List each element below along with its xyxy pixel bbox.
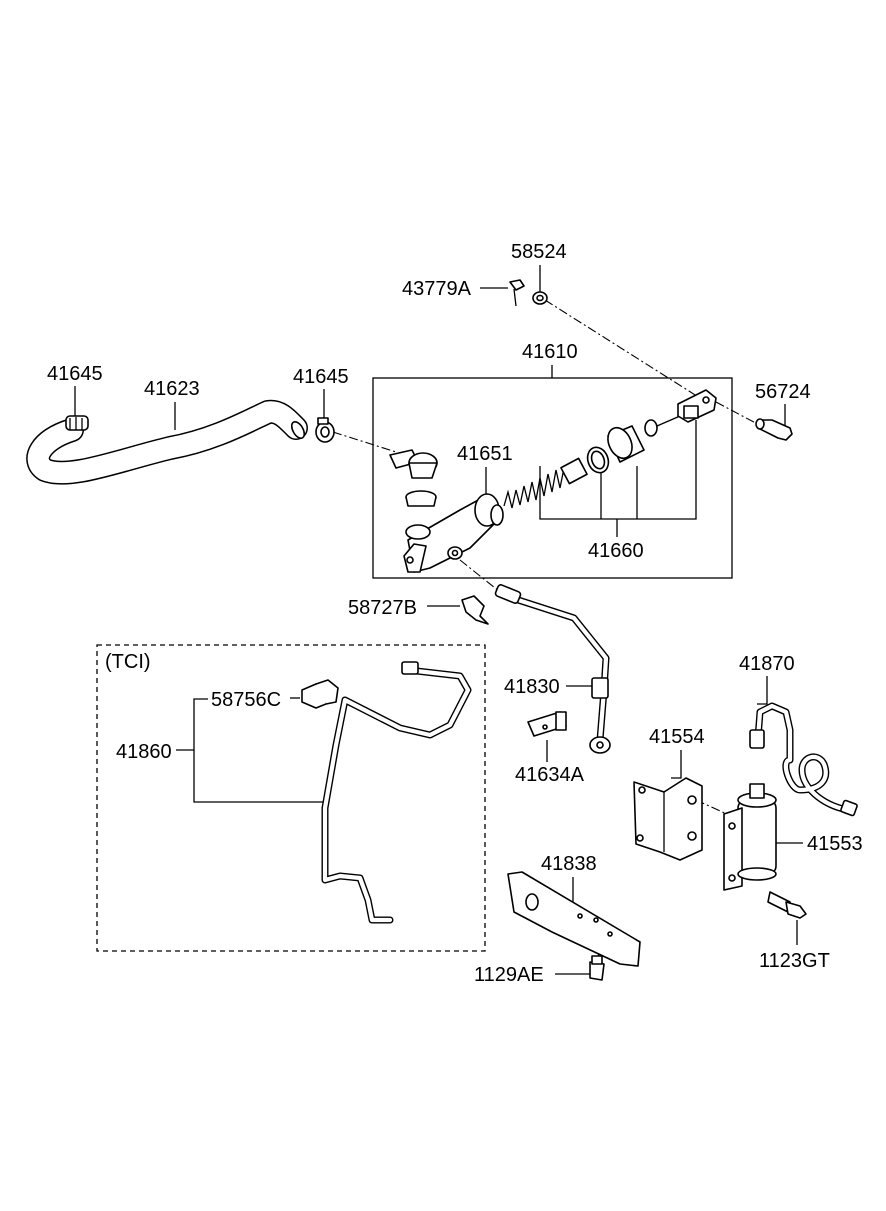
label-58756c: 58756C bbox=[211, 689, 281, 711]
piston-spring bbox=[503, 457, 588, 509]
label-43779a: 43779A bbox=[402, 278, 472, 300]
label-58524: 58524 bbox=[511, 241, 567, 263]
push-rod-clevis bbox=[677, 389, 717, 423]
reservoir-fitting bbox=[389, 449, 438, 479]
label-41870: 41870 bbox=[739, 653, 795, 675]
label-41623: 41623 bbox=[144, 378, 200, 400]
fitting-clamp bbox=[405, 490, 437, 507]
label-41860: 41860 bbox=[116, 741, 172, 763]
label-1129ae: 1129AE bbox=[474, 964, 544, 986]
cotter-pin bbox=[509, 279, 525, 307]
label-58727b: 58727B bbox=[348, 597, 417, 619]
tci-pipe bbox=[321, 661, 472, 924]
pedal-bracket bbox=[507, 871, 641, 967]
slave-cylinder bbox=[723, 783, 777, 891]
label-41645-left: 41645 bbox=[47, 363, 103, 385]
label-41610: 41610 bbox=[522, 341, 578, 363]
slave-cylinder-bracket bbox=[633, 777, 703, 861]
clevis-pin bbox=[755, 418, 793, 441]
slave-pipe bbox=[749, 702, 858, 817]
label-41830: 41830 bbox=[504, 676, 560, 698]
label-1123gt: 1123GT bbox=[759, 950, 830, 972]
label-56724: 56724 bbox=[755, 381, 811, 403]
hose-clamp-left bbox=[65, 415, 89, 431]
label-41553: 41553 bbox=[807, 833, 863, 855]
tci-pipe-clip bbox=[301, 679, 339, 709]
label-41660: 41660 bbox=[588, 540, 644, 562]
label-41634a: 41634A bbox=[515, 764, 585, 786]
label-41838: 41838 bbox=[541, 853, 597, 875]
label-41554: 41554 bbox=[649, 726, 705, 748]
pipe-clip bbox=[461, 595, 489, 625]
label-41645-right: 41645 bbox=[293, 366, 349, 388]
boot bbox=[607, 425, 645, 463]
leader-lines bbox=[74, 265, 803, 975]
hose-clamp-right bbox=[315, 417, 335, 443]
slave-cylinder-bolt bbox=[767, 891, 807, 919]
label-tci: (TCI) bbox=[105, 651, 151, 673]
reservoir-hose bbox=[26, 399, 308, 485]
push-rod-nut bbox=[644, 415, 681, 437]
washer bbox=[532, 291, 548, 305]
seal-ring bbox=[586, 446, 610, 474]
bracket-bolt bbox=[589, 955, 605, 981]
clutch-pipe bbox=[494, 584, 611, 754]
bracket-clip bbox=[527, 711, 567, 737]
cylinder-body bbox=[403, 493, 504, 573]
label-41651: 41651 bbox=[457, 443, 513, 465]
tci-variant-box bbox=[96, 644, 486, 952]
